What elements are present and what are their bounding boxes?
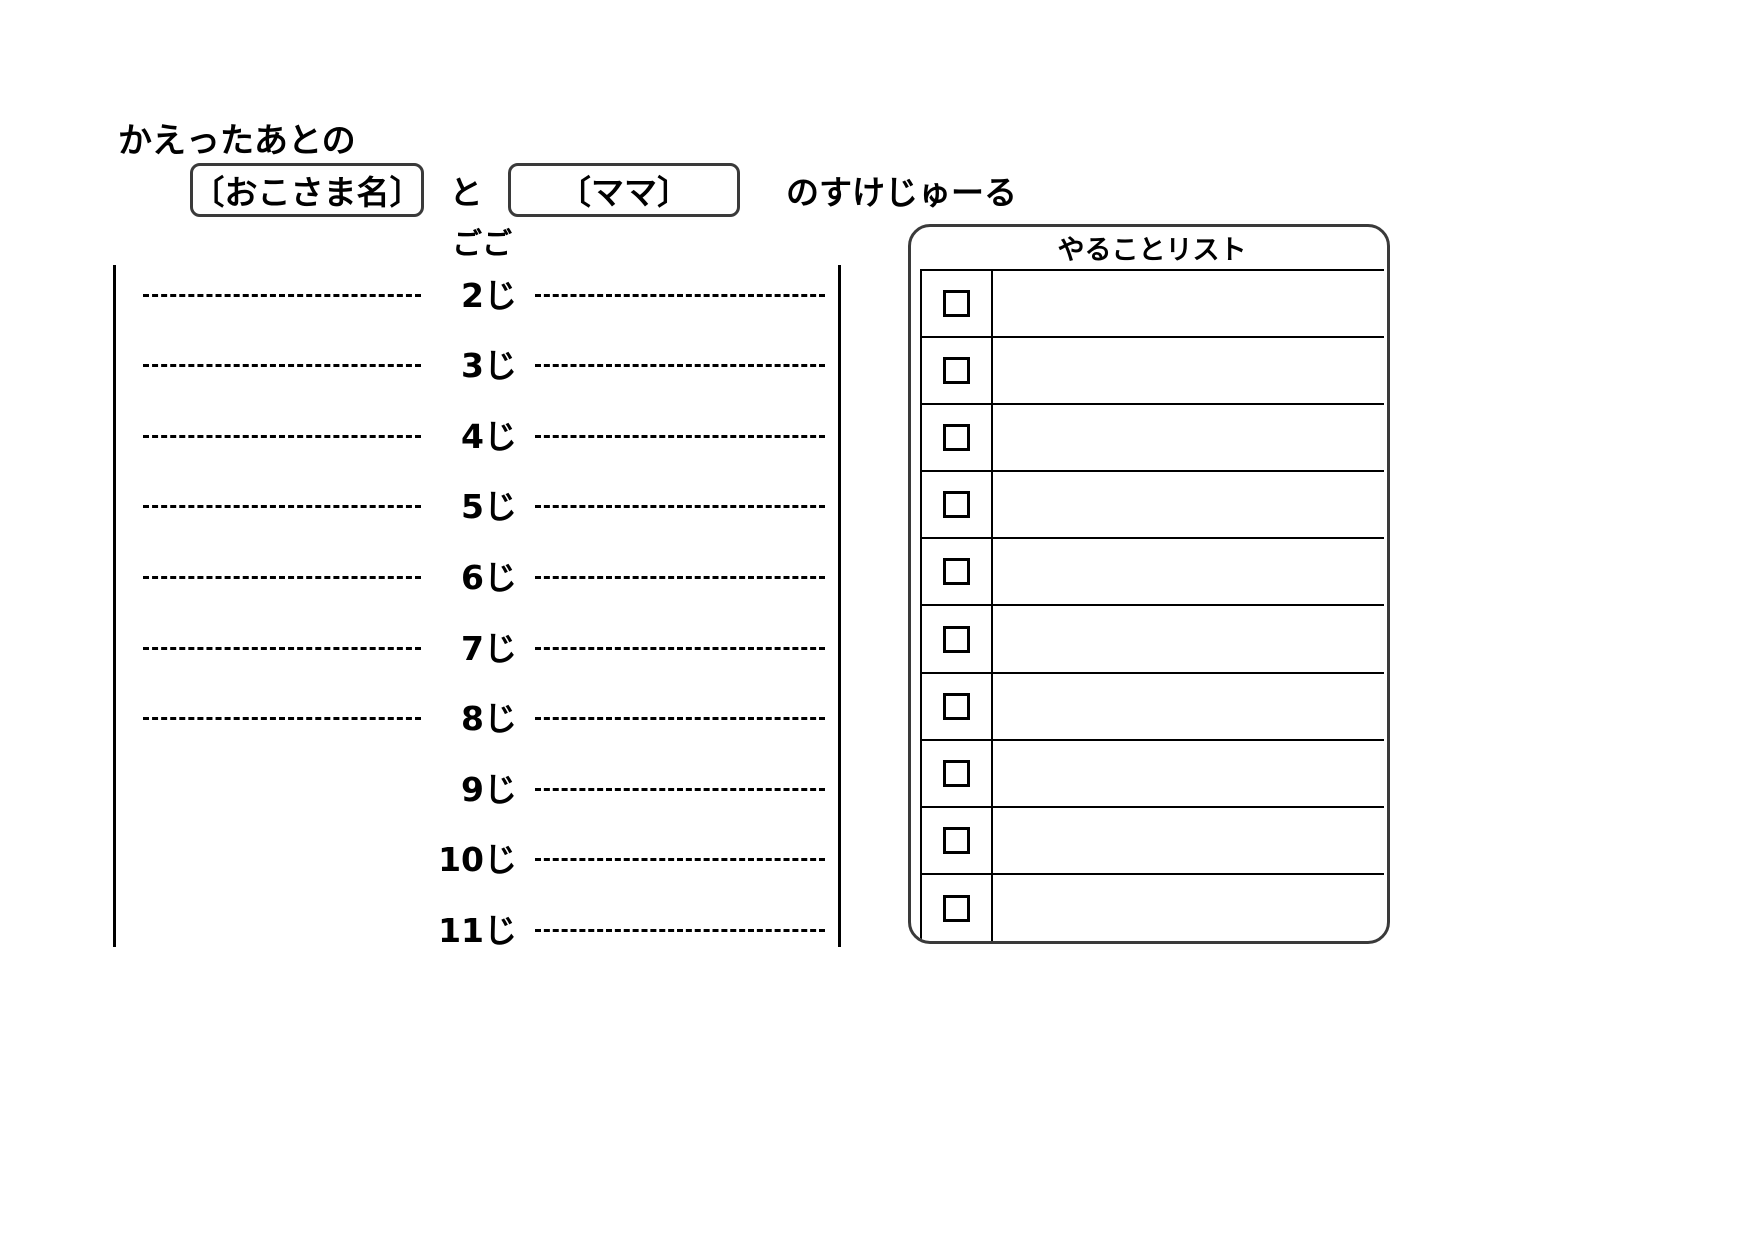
schedule-row: 9じ (113, 769, 843, 809)
todo-text-cell[interactable] (993, 472, 1384, 537)
header-intro-text: かえったあとの (118, 121, 356, 161)
child-name-field[interactable]: 〔おこさま名〕 (190, 163, 424, 217)
schedule-write-line-right[interactable] (535, 717, 825, 721)
schedule-write-line-left[interactable] (143, 575, 421, 579)
schedule-hour-label: 10じ (438, 840, 517, 880)
schedule-hour-label: 6じ (461, 557, 517, 597)
todo-row (922, 271, 1384, 339)
todo-row (922, 807, 1384, 875)
todo-text-cell[interactable] (993, 808, 1384, 873)
todo-row (922, 472, 1384, 540)
todo-text-cell[interactable] (993, 606, 1384, 671)
schedule-write-line-left[interactable] (143, 434, 421, 438)
mom-name-field[interactable]: 〔ママ〕 (508, 163, 740, 217)
todo-checkbox-cell[interactable] (922, 807, 993, 873)
schedule-write-line-right[interactable] (535, 646, 825, 650)
header-title-row: 〔おこさま名〕 と 〔ママ〕 のすけじゅーる (118, 162, 1017, 218)
todo-text-cell[interactable] (993, 539, 1384, 604)
schedule-hour-label: 9じ (461, 769, 517, 809)
schedule-left-rule (113, 265, 116, 947)
todo-checkbox-cell[interactable] (922, 472, 993, 538)
schedule-hour-label: 11じ (438, 910, 517, 950)
todo-row (922, 740, 1384, 808)
todo-checkbox-cell[interactable] (922, 271, 993, 337)
schedule-write-line-right[interactable] (535, 434, 825, 438)
todo-text-cell[interactable] (993, 405, 1384, 470)
checkbox-icon[interactable] (943, 290, 970, 318)
checkbox-icon[interactable] (943, 625, 970, 653)
schedule-right-rule (838, 265, 841, 947)
schedule-panel: 2じ 3じ 4じ 5じ 6じ 7じ 8じ 9じ 10じ 11じ (113, 265, 843, 947)
schedule-row: 3じ (113, 346, 843, 386)
schedule-row: 10じ (113, 840, 843, 880)
todo-row (922, 874, 1384, 941)
schedule-write-line-left[interactable] (143, 293, 421, 297)
schedule-row: 7じ (113, 628, 843, 668)
header-tail-text: のすけじゅーる (786, 173, 1017, 212)
schedule-write-line-left[interactable] (143, 646, 421, 650)
todo-list-panel: やることリスト (908, 224, 1390, 944)
schedule-write-line-left[interactable] (143, 858, 421, 861)
schedule-write-line-left[interactable] (143, 505, 421, 509)
schedule-row: 6じ (113, 557, 843, 597)
todo-list-title: やることリスト (1057, 234, 1247, 266)
todo-checkbox-cell[interactable] (922, 338, 993, 404)
todo-text-cell[interactable] (993, 741, 1384, 806)
schedule-hour-label: 8じ (461, 699, 517, 739)
schedule-write-line-left[interactable] (143, 717, 421, 721)
schedule-write-line-right[interactable] (535, 858, 825, 862)
schedule-row: 5じ (113, 487, 843, 527)
todo-checkbox-cell[interactable] (922, 539, 993, 605)
schedule-row: 8じ (113, 699, 843, 739)
todo-checkbox-cell[interactable] (922, 405, 993, 471)
todo-row (922, 405, 1384, 473)
todo-text-cell[interactable] (993, 271, 1384, 336)
todo-row (922, 338, 1384, 406)
checkbox-icon[interactable] (943, 424, 970, 452)
todo-checkbox-cell[interactable] (922, 606, 993, 672)
period-label-afternoon: ごご (452, 227, 512, 262)
checkbox-icon[interactable] (943, 357, 970, 385)
checkbox-icon[interactable] (943, 491, 970, 519)
todo-row (922, 606, 1384, 674)
schedule-row: 4じ (113, 416, 843, 456)
todo-text-cell[interactable] (993, 338, 1384, 403)
schedule-write-line-right[interactable] (535, 787, 825, 791)
schedule-write-line-right[interactable] (535, 293, 825, 297)
checkbox-icon[interactable] (943, 759, 970, 787)
schedule-write-line-right[interactable] (535, 575, 825, 579)
schedule-write-line-left[interactable] (143, 929, 421, 932)
schedule-hour-label: 7じ (461, 628, 517, 668)
todo-text-cell[interactable] (993, 674, 1384, 739)
todo-checkbox-cell[interactable] (922, 740, 993, 806)
todo-row (922, 673, 1384, 741)
todo-row (922, 539, 1384, 607)
schedule-hour-label: 4じ (461, 416, 517, 456)
todo-checkbox-cell[interactable] (922, 673, 993, 739)
schedule-write-line-right[interactable] (535, 928, 825, 932)
schedule-write-line-right[interactable] (535, 505, 825, 509)
todo-list-grid (920, 269, 1384, 941)
todo-text-cell[interactable] (993, 875, 1384, 941)
schedule-row: 11じ (113, 910, 843, 950)
schedule-hour-label: 5じ (461, 487, 517, 527)
schedule-hour-label: 3じ (461, 346, 517, 386)
checkbox-icon[interactable] (943, 826, 970, 854)
schedule-write-line-right[interactable] (535, 364, 825, 368)
checkbox-icon[interactable] (943, 894, 970, 922)
schedule-row-list: 2じ 3じ 4じ 5じ 6じ 7じ 8じ 9じ 10じ 11じ (113, 265, 843, 947)
schedule-write-line-left[interactable] (143, 788, 421, 791)
checkbox-icon[interactable] (943, 558, 970, 586)
schedule-row: 2じ (113, 275, 843, 315)
schedule-write-line-left[interactable] (143, 364, 421, 368)
header-conjunction: と (449, 173, 483, 212)
schedule-hour-label: 2じ (461, 275, 517, 315)
checkbox-icon[interactable] (943, 692, 970, 720)
todo-checkbox-cell[interactable] (922, 874, 993, 941)
